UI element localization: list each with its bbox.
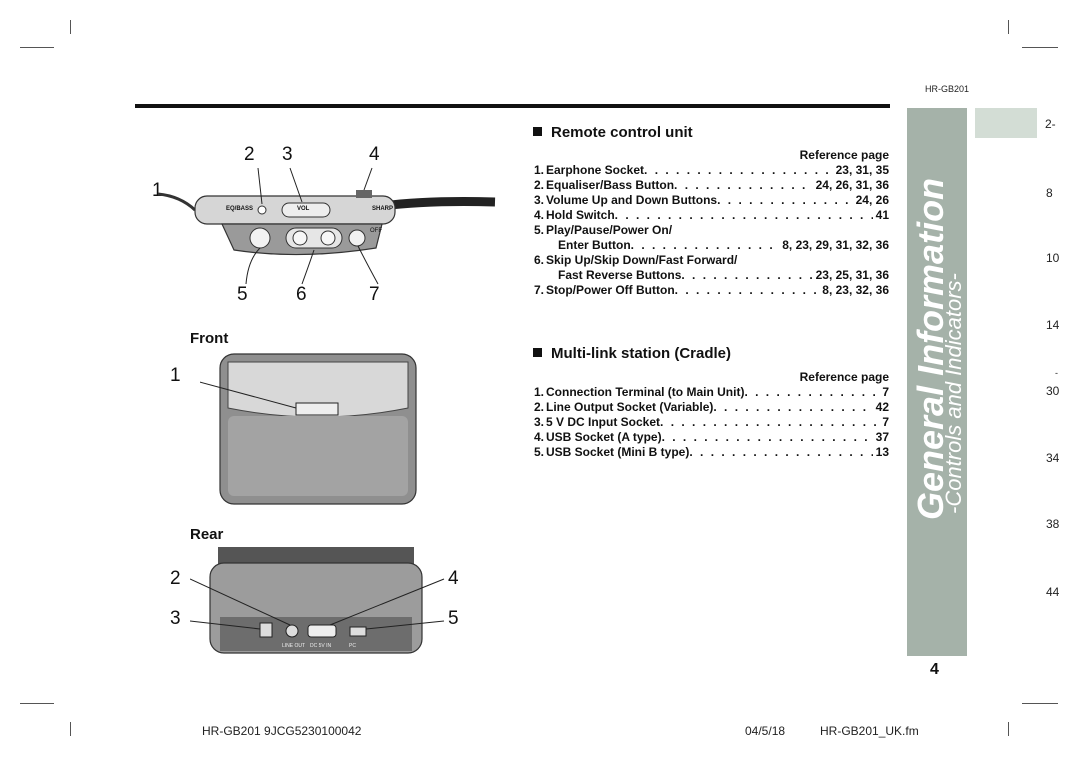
list-item: 6.Skip Up/Skip Down/Fast Forward/ (534, 253, 738, 267)
rear-callout-5: 5 (448, 608, 459, 629)
list-item: 2.Line Output Socket (Variable)42 (534, 400, 889, 415)
section-bullet-icon (533, 348, 542, 357)
list-item: 3.Volume Up and Down Buttons24, 26 (534, 193, 889, 208)
front-callout-1: 1 (170, 365, 181, 386)
remote-section-title-text: Remote control unit (551, 124, 693, 141)
list-item: Fast Reverse Buttons23, 25, 31, 36 (534, 268, 889, 283)
callout-3: 3 (282, 144, 293, 165)
remote-parts-list: 1.Earphone Socket23, 31, 35 2.Equaliser/… (534, 163, 889, 298)
model-header: HR-GB201 (925, 84, 970, 94)
brand-label: SHARP (372, 206, 394, 212)
off-label: OFF (370, 228, 382, 234)
callout-1: 1 (152, 180, 163, 201)
list-item: 5.USB Socket (Mini B type)13 (534, 445, 889, 460)
callout-7: 7 (369, 284, 380, 305)
sidebar-subtitle: -Controls and Indicators- (941, 273, 966, 514)
callout-6: 6 (296, 284, 307, 305)
list-item: 2.Equaliser/Bass Button24, 26, 31, 36 (534, 178, 889, 193)
tab-14[interactable]: 14 (1046, 318, 1060, 332)
rear-callout-2: 2 (170, 568, 181, 589)
callout-5: 5 (237, 284, 248, 305)
list-item: 3.5 V DC Input Socket7 (534, 415, 889, 430)
footer-date: 04/5/18 (745, 724, 786, 738)
cradle-parts-list: 1.Connection Terminal (to Main Unit)7 2.… (534, 385, 889, 460)
footer-file: HR-GB201_UK.fm (820, 724, 919, 738)
tab-38[interactable]: 38 (1046, 517, 1060, 531)
crop-mark (20, 703, 54, 704)
front-cradle-illustration (200, 353, 417, 505)
rear-callout-3: 3 (170, 608, 181, 629)
cradle-section-title-text: Multi-link station (Cradle) (551, 345, 731, 362)
section-bullet-icon (533, 127, 542, 136)
tab-30[interactable]: 30 (1046, 384, 1060, 398)
line-out-label: LINE OUT (282, 643, 306, 649)
cradle-ref-heading: Reference page (799, 370, 889, 384)
crop-mark (1022, 703, 1058, 704)
remote-illustration (157, 167, 496, 285)
remote-figure: 2 3 4 1 5 6 7 EQ/BASS VOL SHARP OFF (150, 140, 500, 310)
sidebar-band (907, 108, 967, 656)
rear-label: Rear (190, 526, 224, 543)
rear-callout-4: 4 (448, 568, 459, 589)
crop-mark (70, 20, 71, 34)
rear-cradle-illustration (190, 547, 445, 654)
pc-label: PC (349, 643, 356, 649)
tab-8[interactable]: 8 (1046, 186, 1053, 200)
dc-in-label: DC 5V IN (310, 643, 332, 649)
tab-34[interactable]: 34 (1046, 451, 1060, 465)
callout-2: 2 (244, 144, 255, 165)
crop-mark (1008, 722, 1009, 736)
front-label: Front (190, 330, 229, 347)
crop-mark (1008, 20, 1009, 34)
list-item: 1.Connection Terminal (to Main Unit)7 (534, 385, 889, 400)
list-item: 7.Stop/Power Off Button8, 23, 32, 36 (534, 283, 889, 298)
crop-mark (70, 722, 71, 736)
tab-2[interactable]: 2- (1045, 117, 1056, 131)
list-item: 1.Earphone Socket23, 31, 35 (534, 163, 889, 178)
vol-label: VOL (297, 206, 310, 212)
cradle-section-title: Multi-link station (Cradle) (533, 345, 731, 362)
tab-dash: - (1055, 368, 1058, 378)
list-item: 4.Hold Switch41 (534, 208, 889, 223)
top-rule (135, 104, 890, 108)
list-item: Enter Button8, 23, 29, 31, 32, 36 (534, 238, 889, 253)
list-item: 5.Play/Pause/Power On/ (534, 223, 673, 237)
page-number: 4 (930, 661, 939, 678)
crop-mark (1022, 47, 1058, 48)
callout-4: 4 (369, 144, 380, 165)
tab-highlight (975, 108, 1037, 138)
list-item: 4.USB Socket (A type)37 (534, 430, 889, 445)
remote-ref-heading: Reference page (799, 148, 889, 162)
eq-label: EQ/BASS (226, 206, 254, 212)
tab-10[interactable]: 10 (1046, 251, 1060, 265)
remote-section-title: Remote control unit (533, 124, 693, 141)
crop-mark (20, 47, 54, 48)
footer-doc-code: HR-GB201 9JCG5230100042 (202, 724, 362, 738)
tab-44[interactable]: 44 (1046, 585, 1060, 599)
